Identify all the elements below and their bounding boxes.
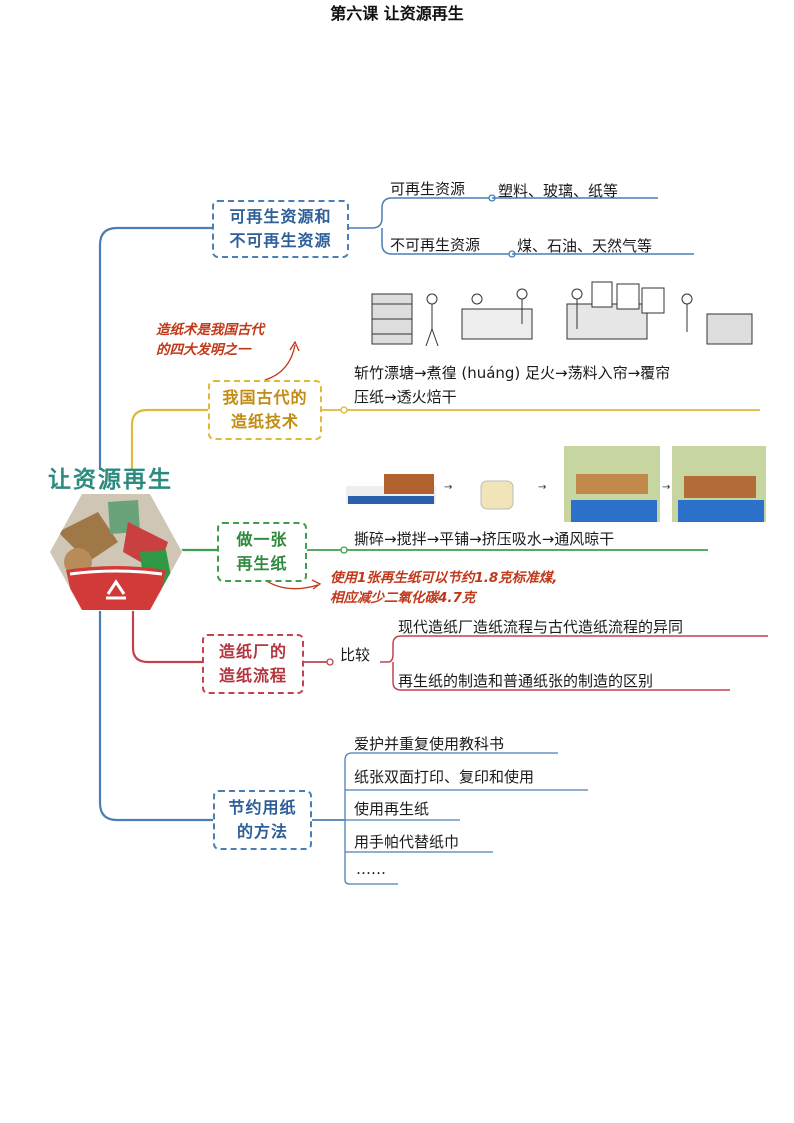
save-item-2: 纸张双面打印、复印和使用 xyxy=(354,768,535,786)
save-item-1: 爱护并重复使用教科书 xyxy=(354,735,505,753)
ancient-papermaking-illustration xyxy=(371,281,753,347)
page-title: 第六课 让资源再生 xyxy=(330,4,464,23)
branch-node-ancient-papermaking: 我国古代的 造纸技术 xyxy=(208,380,322,440)
ancient-process-line1: 斩竹漂塘→煮徨 (huáng) 足火→荡料入帘→覆帘 xyxy=(354,364,671,382)
branch-node-resources: 可再生资源和 不可再生资源 xyxy=(212,200,349,258)
compare-label: 比较 xyxy=(340,646,371,664)
branch2-connector xyxy=(130,408,208,470)
recycled-paper-photos: → → → xyxy=(346,446,766,522)
recycle-icon xyxy=(106,579,126,600)
root-title: 让资源再生 xyxy=(48,467,173,493)
save-item-3: 使用再生纸 xyxy=(354,800,430,818)
save-item-5: …… xyxy=(356,860,386,878)
papermaking-note: 造纸术是我国古代 的四大发明之一 xyxy=(156,322,264,358)
recycled-note: 使用1张再生纸可以节约1.8克标准煤, 相应减少二氧化碳4.7克 xyxy=(330,570,558,606)
recycled-process: 撕碎→搅拌→平铺→挤压吸水→通风晾干 xyxy=(354,530,615,548)
svg-text:→: → xyxy=(538,482,546,493)
mill-item-1: 现代造纸厂造纸流程与古代造纸流程的异同 xyxy=(398,618,684,636)
renewable-key: 可再生资源 xyxy=(390,180,466,198)
branch-node-save-paper: 节约用纸 的方法 xyxy=(213,790,312,850)
renewable-value: 塑料、玻璃、纸等 xyxy=(498,182,619,200)
nonrenewable-value: 煤、石油、天然气等 xyxy=(517,237,653,255)
branch-node-recycled-paper: 做一张 再生纸 xyxy=(217,522,307,582)
svg-text:→: → xyxy=(444,482,452,493)
branch4-connector xyxy=(131,600,202,664)
branch5-connector xyxy=(98,600,213,822)
mill-item-2: 再生纸的制造和普通纸张的制造的区别 xyxy=(398,672,654,690)
branch1-connector xyxy=(98,226,212,470)
save-item-4: 用手帕代替纸巾 xyxy=(354,833,460,851)
branch-node-paper-mill: 造纸厂的 造纸流程 xyxy=(202,634,304,694)
ancient-process-line2: 压纸→透火焙干 xyxy=(354,388,457,406)
root-image xyxy=(48,493,184,611)
nonrenewable-key: 不可再生资源 xyxy=(390,236,481,254)
svg-text:→: → xyxy=(662,482,670,493)
